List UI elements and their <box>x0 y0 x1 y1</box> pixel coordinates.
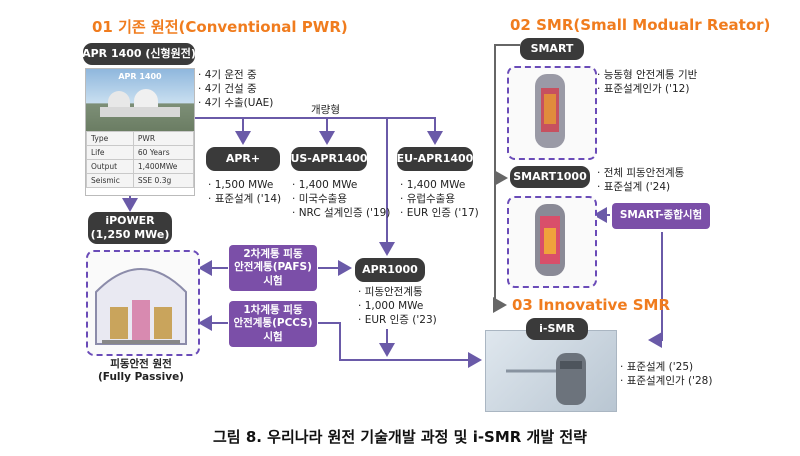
note-item: NRC 설계인증 ('19) <box>292 206 391 220</box>
ipower-diagram <box>86 250 200 356</box>
pafs-line2: 안전계통(PAFS) <box>234 261 312 274</box>
smart-reactor-illustration <box>535 74 565 148</box>
note-item: 표준설계인가 ('28) <box>620 374 713 388</box>
section2-title: 02 SMR(Small Modualr Reator) <box>510 16 771 34</box>
note-item: 미국수출용 <box>292 192 390 206</box>
section3-title: 03 Innovative SMR <box>512 296 671 314</box>
pccs-test-box: 1차계통 피동 안전계통(PCCS) 시험 <box>229 301 317 347</box>
apr1000-notes: 피동안전계통 1,000 MWe EUR 인증 ('23) <box>358 285 437 327</box>
ipower-box: iPOWER (1,250 MWe) <box>88 212 172 244</box>
note-item: 4기 수출(UAE) <box>198 96 274 110</box>
ipower-caption-line1: 피동안전 원전 <box>110 358 172 370</box>
smart1000-notes: 전체 피동안전계통 표준설계 ('24) <box>597 166 685 194</box>
ipower-caption-line2: (Fully Passive) <box>98 371 184 383</box>
ipower-name: iPOWER <box>105 214 155 228</box>
note-item: 유럽수출용 <box>400 192 479 206</box>
note-item: 1,400 MWe <box>292 178 390 192</box>
note-item: 4기 건설 중 <box>198 82 273 96</box>
figure-caption: 그림 8. 우리나라 원전 기술개발 과정 및 i-SMR 개발 전략 <box>213 428 587 446</box>
note-item: 1,500 MWe <box>208 178 281 192</box>
spec-key: Output <box>86 159 134 174</box>
ipower-caption: 피동안전 원전 (Fully Passive) <box>86 358 196 384</box>
spec-key: Seismic <box>86 173 134 188</box>
pafs-line1: 2차계통 피동 <box>243 247 303 260</box>
spec-value: SSE 0.3g <box>132 173 195 188</box>
spec-value: 60 Years <box>132 145 195 160</box>
ipower-output: (1,250 MWe) <box>90 228 170 241</box>
pccs-line3: 시험 <box>263 330 283 343</box>
ismr-notes: 표준설계 ('25) 표준설계인가 ('28) <box>620 360 713 388</box>
spec-value: 1,400MWe <box>132 159 195 174</box>
eu-apr1400-notes: 1,400 MWe 유럽수출용 EUR 인증 ('17) <box>400 178 479 220</box>
eu-apr1400-box: EU-APR1400 <box>397 147 473 171</box>
section1-title: 01 기존 원전(Conventional PWR) <box>92 18 348 36</box>
smart-box: SMART <box>520 38 584 60</box>
note-item: EUR 인증 ('23) <box>358 313 437 327</box>
note-item: 1,400 MWe <box>400 178 479 192</box>
apr1400-photo: APR 1400 <box>86 69 194 131</box>
note-item: 피동안전계통 <box>358 285 437 299</box>
note-item: 표준설계 ('24) <box>597 180 684 194</box>
note-item: 1,000 MWe <box>358 299 437 313</box>
ismr-illustration <box>506 353 586 405</box>
pafs-test-box: 2차계통 피동 안전계통(PAFS) 시험 <box>229 245 317 291</box>
pccs-line1: 1차계통 피동 <box>243 303 303 316</box>
ismr-diagram <box>485 330 617 412</box>
apr-plus-box: APR+ <box>206 147 280 171</box>
us-apr1400-box: US-APR1400 <box>290 147 368 171</box>
spec-value: PWR <box>132 131 195 146</box>
photo-label: APR 1400 <box>118 72 162 81</box>
note-item: 능동형 안전계통 기반 <box>597 68 698 82</box>
note-item: 표준설계 ('14) <box>208 192 281 206</box>
smart-test-box: SMART-종합시험 <box>612 203 710 229</box>
smart1000-box: SMART1000 <box>510 166 590 188</box>
note-item: 4기 운전 중 <box>198 68 273 82</box>
ismr-box: i-SMR <box>526 318 588 340</box>
us-apr1400-notes: 1,400 MWe 미국수출용 NRC 설계인증 ('19) <box>292 178 391 220</box>
smart-diagram <box>507 66 597 160</box>
plant-building <box>100 107 180 117</box>
smart1000-diagram <box>507 196 597 288</box>
smart1000-reactor-illustration <box>535 204 565 276</box>
apr1000-box: APR1000 <box>355 258 425 282</box>
apr1400-notes: 4기 운전 중 4기 건설 중 4기 수출(UAE) <box>198 68 274 110</box>
improved-label: 개량형 <box>311 104 340 116</box>
note-item: 표준설계인가 ('12) <box>597 82 697 96</box>
pccs-line2: 안전계통(PCCS) <box>233 317 313 330</box>
note-item: EUR 인증 ('17) <box>400 206 479 220</box>
pafs-line3: 시험 <box>263 274 283 287</box>
note-item: 전체 피동안전계통 <box>597 166 685 180</box>
containment-illustration <box>95 268 187 345</box>
spec-key: Life <box>86 145 134 160</box>
note-item: 표준설계 ('25) <box>620 360 712 374</box>
apr1400-box: APR 1400 (신형원전) <box>82 43 196 65</box>
apr-plus-notes: 1,500 MWe 표준설계 ('14) <box>208 178 281 206</box>
spec-key: Type <box>86 131 134 146</box>
smart-notes: 능동형 안전계통 기반 표준설계인가 ('12) <box>597 68 698 96</box>
